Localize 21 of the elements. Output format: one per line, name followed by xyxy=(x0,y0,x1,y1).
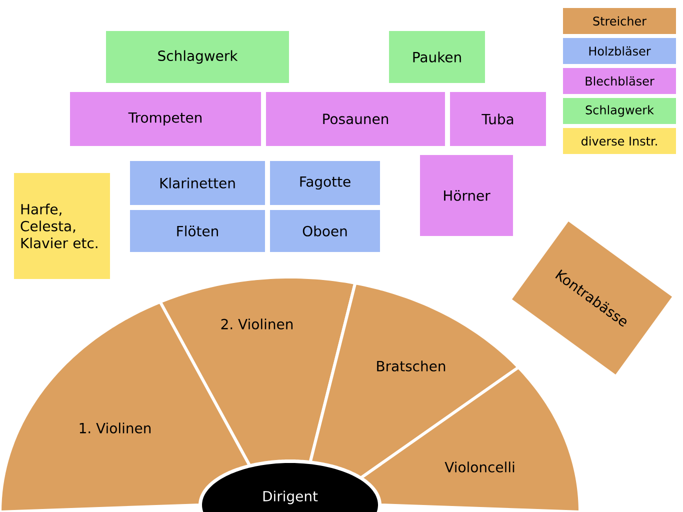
legend-item: diverse Instr. xyxy=(563,128,676,154)
section-box: Hörner xyxy=(420,155,513,236)
section-box: Trompeten xyxy=(70,92,261,146)
section-box: Schlagwerk xyxy=(106,31,289,83)
section-box: Oboen xyxy=(270,210,380,252)
section-box: Pauken xyxy=(389,31,485,83)
section-box: Fagotte xyxy=(270,161,380,205)
section-box: Posaunen xyxy=(266,92,445,146)
section-box: Harfe, Celesta, Klavier etc. xyxy=(14,173,110,279)
legend-item: Blechbläser xyxy=(563,68,676,94)
legend-item: Streicher xyxy=(563,8,676,34)
section-label: Violoncelli xyxy=(444,462,514,472)
section-box: Tuba xyxy=(450,92,546,146)
legend-item: Holzbläser xyxy=(563,38,676,64)
conductor-podium: Dirigent xyxy=(202,463,378,512)
section-label: Bratschen xyxy=(377,360,446,372)
section-box: Klarinetten xyxy=(130,161,265,205)
section-label: 1. Violinen xyxy=(80,422,151,434)
section-label: 2. Violinen xyxy=(221,318,293,330)
section-box: Flöten xyxy=(130,210,265,252)
legend-item: Schlagwerk xyxy=(563,98,676,124)
